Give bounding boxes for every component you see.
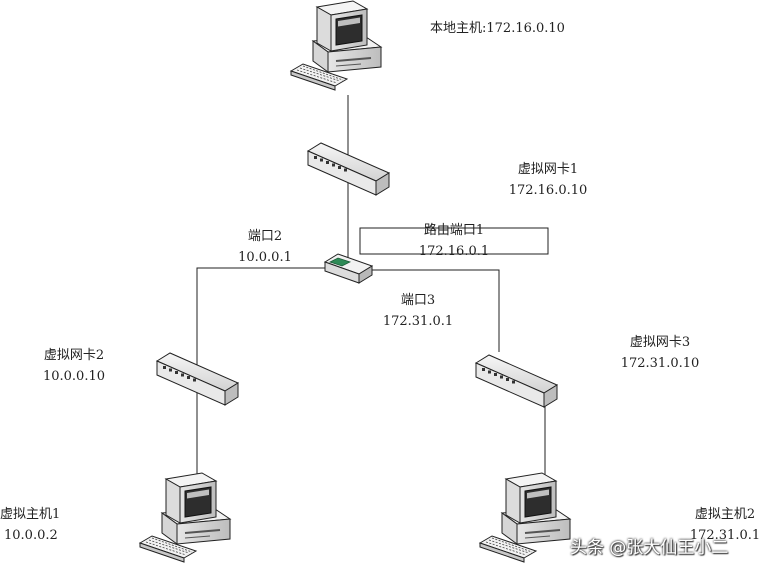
connection-lines xyxy=(196,95,546,478)
vhost1-label: 虚拟主机1 10.0.0.2 xyxy=(0,504,60,546)
vnic3-ip: 172.31.0.10 xyxy=(620,356,700,371)
vhost2-ip: 172.31.0.1 xyxy=(689,528,761,543)
port3-name: 端口3 xyxy=(400,293,436,308)
vhost2-label: 虚拟主机2 172.31.0.1 xyxy=(683,504,767,546)
vnic3-name: 虚拟网卡3 xyxy=(629,335,691,350)
router-port1-label: 路由端口1 172.16.0.1 xyxy=(400,220,508,262)
vhost2-computer-icon xyxy=(479,472,571,563)
port2-ip: 10.0.0.1 xyxy=(238,250,292,265)
router-port1-name: 路由端口1 xyxy=(423,223,485,238)
vhost1-computer-icon xyxy=(139,472,231,563)
local-host-label: 本地主机:172.16.0.10 xyxy=(430,18,565,39)
vnic1-label: 虚拟网卡1 172.16.0.10 xyxy=(498,159,598,201)
vnic3-switch-icon xyxy=(475,354,558,408)
vhost1-ip: 10.0.0.2 xyxy=(4,528,58,543)
link-router-to-vnic3 xyxy=(372,269,500,352)
vhost1-name: 虚拟主机1 xyxy=(0,507,61,522)
port2-name: 端口2 xyxy=(247,229,283,244)
link-router-to-vhost1 xyxy=(196,267,338,475)
vhost2-name: 虚拟主机2 xyxy=(694,507,756,522)
vnic1-name: 虚拟网卡1 xyxy=(517,162,579,177)
local-host-text: 本地主机:172.16.0.10 xyxy=(430,21,565,36)
port2-label: 端口2 10.0.0.1 xyxy=(225,226,305,268)
vnic1-ip: 172.16.0.10 xyxy=(508,183,588,198)
router-port1-ip: 172.16.0.1 xyxy=(418,244,490,259)
port3-ip: 172.31.0.1 xyxy=(382,314,454,329)
port3-label: 端口3 172.31.0.1 xyxy=(372,290,464,332)
vnic3-label: 虚拟网卡3 172.31.0.10 xyxy=(610,332,710,374)
vnic2-ip: 10.0.0.10 xyxy=(42,369,106,384)
watermark: 头条 @张大仙王小二 xyxy=(570,538,729,558)
router-port1-box xyxy=(359,227,549,255)
vnic2-label: 虚拟网卡2 10.0.0.10 xyxy=(28,345,120,387)
vnic2-name: 虚拟网卡2 xyxy=(43,348,105,363)
router-icon xyxy=(323,253,374,284)
local-host-computer-icon xyxy=(290,0,382,91)
